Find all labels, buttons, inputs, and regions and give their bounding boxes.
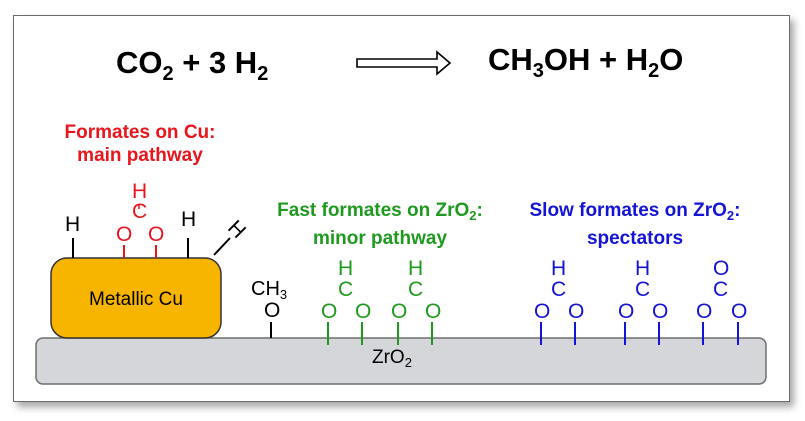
fast-formate-c-atom: C [408, 278, 424, 301]
cu-formates-line2: main pathway [77, 145, 203, 166]
fast-formates-label: Fast formates on ZrO2: minor pathway [255, 199, 505, 250]
fast-formate-c-atom: C [338, 278, 354, 301]
methoxy-ch: CH [251, 278, 280, 300]
cu-h-atom-right: H [181, 208, 197, 231]
zro2-label: ZrO2 [372, 347, 412, 370]
fast-formates-line1: Fast formates on ZrO [277, 200, 470, 221]
slow-carbonate-o-atom: O [731, 300, 748, 323]
methoxy-o-atom: O [264, 299, 281, 322]
fast-formate-o-atom: O [391, 300, 408, 323]
reactant-co: CO [116, 45, 163, 80]
cu-formate-o-atom: O [116, 223, 133, 246]
zro2-text: ZrO [372, 347, 405, 368]
slow-carbonate-o-atom: O [696, 300, 713, 323]
methoxy-ch3: CH3 [251, 278, 287, 302]
slow-formates-colon: : [734, 200, 741, 221]
cu-formates-label: Formates on Cu: main pathway [40, 121, 240, 167]
reaction-arrow [356, 50, 452, 76]
metallic-cu-particle [50, 257, 222, 339]
fast-formate-o-atom: O [321, 300, 338, 323]
product-o: O [659, 42, 684, 77]
product-oh: OH + H [543, 42, 649, 77]
fast-formates-colon: : [476, 200, 483, 221]
slow-formates-line2: spectators [586, 228, 684, 249]
slow-formate-c-atom: C [635, 278, 651, 301]
slow-formates-subscript: 2 [726, 208, 735, 223]
spillover-h-bond [213, 237, 231, 256]
fast-formate-h-atom: H [408, 257, 424, 280]
zro2-support [35, 337, 767, 385]
slow-formate-o-atom: O [534, 300, 551, 323]
slow-carbonate-o-atom: O [713, 257, 730, 280]
zro2-subscript: 2 [404, 355, 412, 370]
methoxy-subscript: 3 [279, 287, 288, 302]
cu-formate-o-atom: O [148, 223, 165, 246]
slow-formate-c-atom: C [551, 278, 567, 301]
reactant-co-subscript: 2 [162, 63, 174, 85]
fast-formate-o-atom: O [355, 300, 372, 323]
slow-formates-label: Slow formates on ZrO2: spectators [510, 199, 760, 250]
slow-formate-o-atom: O [618, 300, 635, 323]
slow-formate-h-atom: H [635, 257, 651, 280]
product-h-subscript: 2 [648, 60, 660, 82]
fast-formates-line2: minor pathway [312, 228, 448, 249]
product-ch: CH [488, 42, 533, 77]
reaction-products: CH3OH + H2O [488, 42, 683, 83]
cu-formates-line1: Formates on Cu: [64, 122, 216, 143]
slow-formate-h-atom: H [551, 257, 567, 280]
slow-carbonate-c-atom: C [713, 278, 729, 301]
reactant-h-subscript: 2 [257, 63, 269, 85]
reaction-reactants: CO2 + 3 H2 [116, 45, 268, 86]
reactant-h: + 3 H [173, 45, 258, 80]
slow-formate-o-atom: O [568, 300, 585, 323]
cu-formate-c-atom: C [132, 200, 148, 223]
slow-formate-o-atom: O [652, 300, 669, 323]
fast-formate-h-atom: H [338, 257, 354, 280]
fast-formates-subscript: 2 [469, 208, 477, 223]
cu-h-atom-left: H [65, 213, 81, 236]
product-ch-subscript: 3 [532, 60, 544, 82]
cu-formate-h-atom: H [132, 180, 148, 203]
fast-formate-o-atom: O [425, 300, 442, 323]
slow-formates-line1: Slow formates on ZrO [529, 200, 727, 221]
metallic-cu-label: Metallic Cu [89, 289, 183, 310]
